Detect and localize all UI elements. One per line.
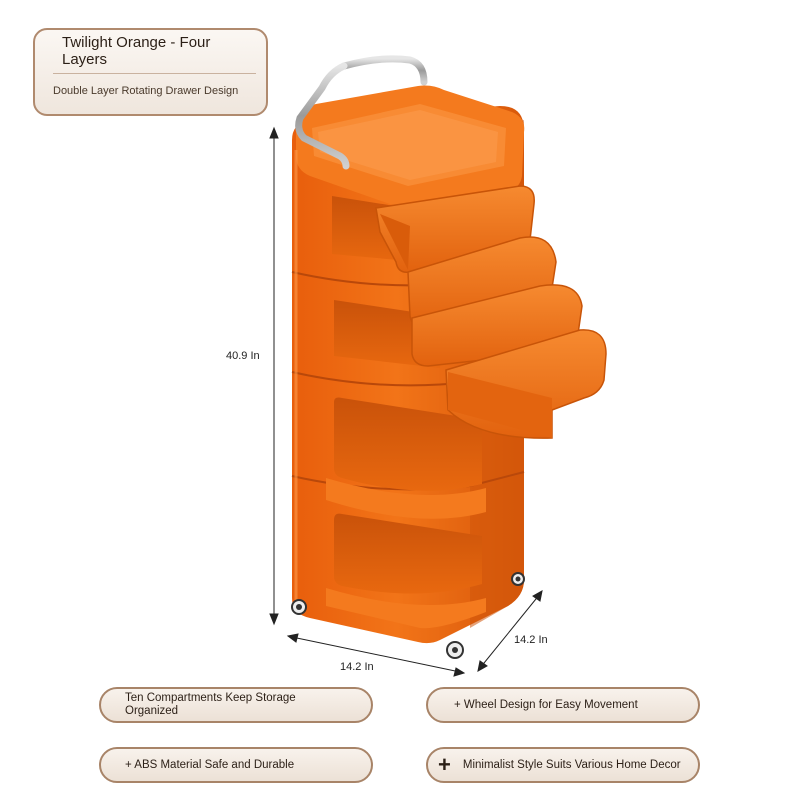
- product-title: Twilight Orange - Four Layers: [62, 34, 211, 68]
- feature-text: Ten Compartments Keep Storage Organized: [125, 692, 296, 717]
- height-label: 40.9 In: [226, 350, 260, 362]
- plus-icon: +: [438, 752, 451, 777]
- rotating-drawers: [375, 185, 607, 439]
- feature-pill-wheels: + Wheel Design for Easy Movement: [426, 687, 700, 723]
- width-dimension-line: [286, 633, 466, 677]
- feature-text: + Wheel Design for Easy Movement: [454, 698, 638, 711]
- feature-pill-compartments: Ten Compartments Keep Storage Organized: [99, 687, 373, 723]
- title-card: Twilight Orange - Four Layers Double Lay…: [33, 28, 268, 116]
- feature-text: Minimalist Style Suits Various Home Deco…: [462, 758, 681, 771]
- title-divider: [53, 73, 256, 74]
- depth-label: 14.2 In: [514, 634, 548, 646]
- feature-pill-material: + ABS Material Safe and Durable: [99, 747, 373, 783]
- metal-handle: [295, 55, 428, 170]
- product-subtitle: Double Layer Rotating Drawer Design: [53, 85, 239, 97]
- width-label: 14.2 In: [340, 661, 374, 673]
- depth-dimension-line: [477, 590, 543, 672]
- feature-pill-style: + Minimalist Style Suits Various Home De…: [426, 747, 700, 783]
- caster-wheels: [291, 572, 525, 659]
- height-dimension-line: [269, 126, 279, 626]
- feature-text: + ABS Material Safe and Durable: [125, 758, 295, 771]
